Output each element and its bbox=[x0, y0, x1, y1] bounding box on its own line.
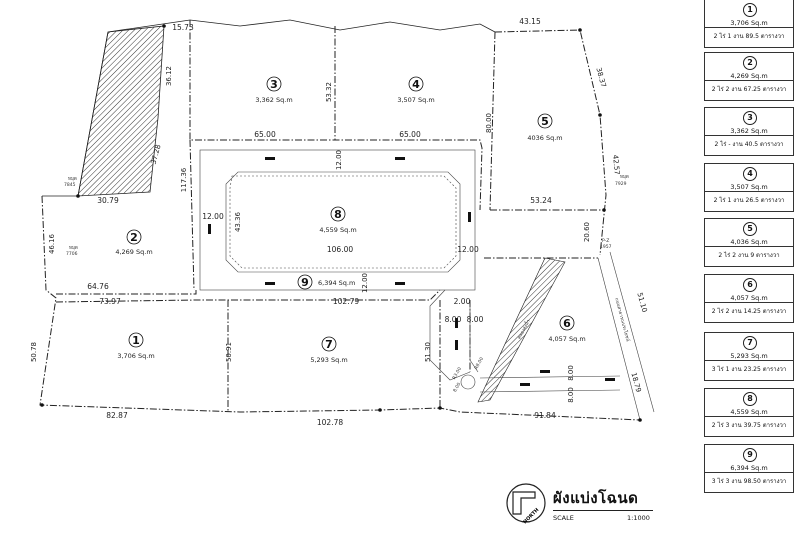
svg-text:38.37: 38.37 bbox=[594, 67, 607, 88]
svg-text:51.10: 51.10 bbox=[635, 292, 648, 313]
svg-text:1: 1 bbox=[132, 334, 140, 347]
plot-4: 4 3,507 Sq.m bbox=[397, 76, 435, 104]
svg-text:8: 8 bbox=[334, 208, 342, 221]
svg-text:65.00: 65.00 bbox=[399, 130, 421, 139]
svg-text:7929: 7929 bbox=[615, 181, 627, 187]
svg-text:9: 9 bbox=[301, 276, 309, 289]
scale-label: SCALE bbox=[553, 514, 574, 522]
svg-text:5,293 Sq.m: 5,293 Sq.m bbox=[310, 356, 347, 364]
svg-text:12.00: 12.00 bbox=[202, 212, 224, 221]
plot-7: 7 5,293 Sq.m bbox=[310, 336, 348, 364]
title-block: NORTH ผังแบ่งโฉนด SCALE 1:1000 bbox=[505, 482, 655, 527]
plot-lines bbox=[55, 20, 604, 412]
svg-text:80.00: 80.00 bbox=[485, 113, 493, 133]
svg-text:หมุด: หมุด bbox=[620, 175, 629, 180]
svg-text:8.00: 8.00 bbox=[567, 365, 575, 381]
svg-text:50.78: 50.78 bbox=[30, 342, 38, 362]
page-title: ผังแบ่งโฉนด bbox=[553, 489, 639, 507]
traffic-arrows bbox=[208, 157, 615, 386]
svg-text:3,362 Sq.m: 3,362 Sq.m bbox=[255, 96, 292, 104]
svg-text:7: 7 bbox=[325, 338, 333, 351]
svg-text:4,269 Sq.m: 4,269 Sq.m bbox=[115, 248, 152, 256]
svg-text:3,507 Sq.m: 3,507 Sq.m bbox=[397, 96, 434, 104]
svg-text:7706: 7706 bbox=[66, 251, 78, 257]
svg-text:12.00: 12.00 bbox=[335, 150, 343, 170]
plot-8: 8 4,559 Sq.m bbox=[319, 206, 357, 234]
svg-text:82.87: 82.87 bbox=[106, 411, 128, 420]
svg-text:หมุด: หมุด bbox=[69, 246, 78, 251]
plot-1: 1 3,706 Sq.m bbox=[117, 332, 155, 360]
hatched-area bbox=[77, 25, 165, 197]
svg-text:R3.00: R3.00 bbox=[451, 366, 463, 381]
svg-text:15.73: 15.73 bbox=[172, 23, 194, 32]
svg-text:43.15: 43.15 bbox=[519, 17, 541, 26]
svg-text:102.78: 102.78 bbox=[317, 418, 343, 427]
svg-text:6,394 Sq.m: 6,394 Sq.m bbox=[318, 279, 355, 287]
plot-6: 6 4,057 Sq.m bbox=[548, 315, 586, 343]
svg-text:8.00: 8.00 bbox=[467, 315, 484, 324]
internal-road bbox=[199, 149, 479, 390]
svg-text:53.24: 53.24 bbox=[530, 196, 552, 205]
svg-text:8.00: 8.00 bbox=[567, 387, 575, 403]
plot-9: 9 6,394 Sq.m bbox=[297, 274, 355, 290]
plot-2: 2 4,269 Sq.m bbox=[115, 229, 153, 256]
svg-text:8.00: 8.00 bbox=[452, 382, 462, 394]
svg-text:53.32: 53.32 bbox=[325, 82, 333, 102]
svg-text:3,706 Sq.m: 3,706 Sq.m bbox=[117, 352, 154, 360]
svg-text:91.84: 91.84 bbox=[534, 411, 556, 420]
svg-text:2.00: 2.00 bbox=[454, 297, 471, 306]
svg-text:65.00: 65.00 bbox=[254, 130, 276, 139]
public-road bbox=[479, 251, 655, 421]
canal-strip bbox=[477, 257, 566, 403]
svg-text:18.79: 18.79 bbox=[629, 372, 642, 393]
svg-text:106.00: 106.00 bbox=[327, 245, 353, 254]
scale-value: 1:1000 bbox=[627, 514, 650, 522]
svg-text:36.12: 36.12 bbox=[165, 66, 173, 86]
svg-text:42.57: 42.57 bbox=[611, 154, 621, 175]
svg-text:12.00: 12.00 bbox=[457, 245, 479, 254]
svg-text:4,559 Sq.m: 4,559 Sq.m bbox=[319, 226, 356, 234]
svg-text:46.16: 46.16 bbox=[48, 233, 56, 254]
plot-labels: 1 3,706 Sq.m 2 4,269 Sq.m 3 3,362 Sq.m 4 3,5… bbox=[115, 76, 586, 364]
svg-text:102.79: 102.79 bbox=[333, 297, 359, 306]
svg-text:2: 2 bbox=[130, 231, 138, 244]
svg-text:51.30: 51.30 bbox=[424, 342, 432, 362]
north-arrow-icon: NORTH bbox=[506, 483, 546, 524]
svg-text:4036 Sq.m: 4036 Sq.m bbox=[527, 134, 562, 142]
survey-markers: หมุด 7845 หมุด 7706 หมุด 7929 P-Z 1957 bbox=[40, 24, 642, 422]
svg-text:4: 4 bbox=[412, 78, 420, 91]
svg-text:20.60: 20.60 bbox=[583, 222, 591, 242]
svg-text:P-Z: P-Z bbox=[602, 238, 609, 244]
svg-text:117.36: 117.36 bbox=[180, 167, 188, 192]
svg-text:7845: 7845 bbox=[64, 182, 76, 188]
svg-text:6: 6 bbox=[563, 317, 571, 330]
svg-text:1957: 1957 bbox=[600, 244, 612, 250]
svg-text:64.76: 64.76 bbox=[87, 282, 109, 291]
svg-text:8.00: 8.00 bbox=[445, 315, 462, 324]
plot-3: 3 3,362 Sq.m bbox=[255, 76, 293, 104]
svg-text:R8.00: R8.00 bbox=[473, 356, 485, 371]
svg-text:50.91: 50.91 bbox=[225, 342, 233, 362]
svg-text:3: 3 bbox=[270, 78, 278, 91]
svg-text:30.79: 30.79 bbox=[97, 196, 119, 205]
svg-text:4,057 Sq.m: 4,057 Sq.m bbox=[548, 335, 585, 343]
svg-text:12.00: 12.00 bbox=[361, 273, 369, 293]
svg-text:73.97: 73.97 bbox=[99, 297, 121, 306]
svg-text:หมุด: หมุด bbox=[68, 177, 77, 182]
svg-text:43.36: 43.36 bbox=[234, 211, 242, 232]
plot-5: 5 4036 Sq.m bbox=[527, 113, 563, 142]
svg-text:5: 5 bbox=[541, 115, 549, 128]
